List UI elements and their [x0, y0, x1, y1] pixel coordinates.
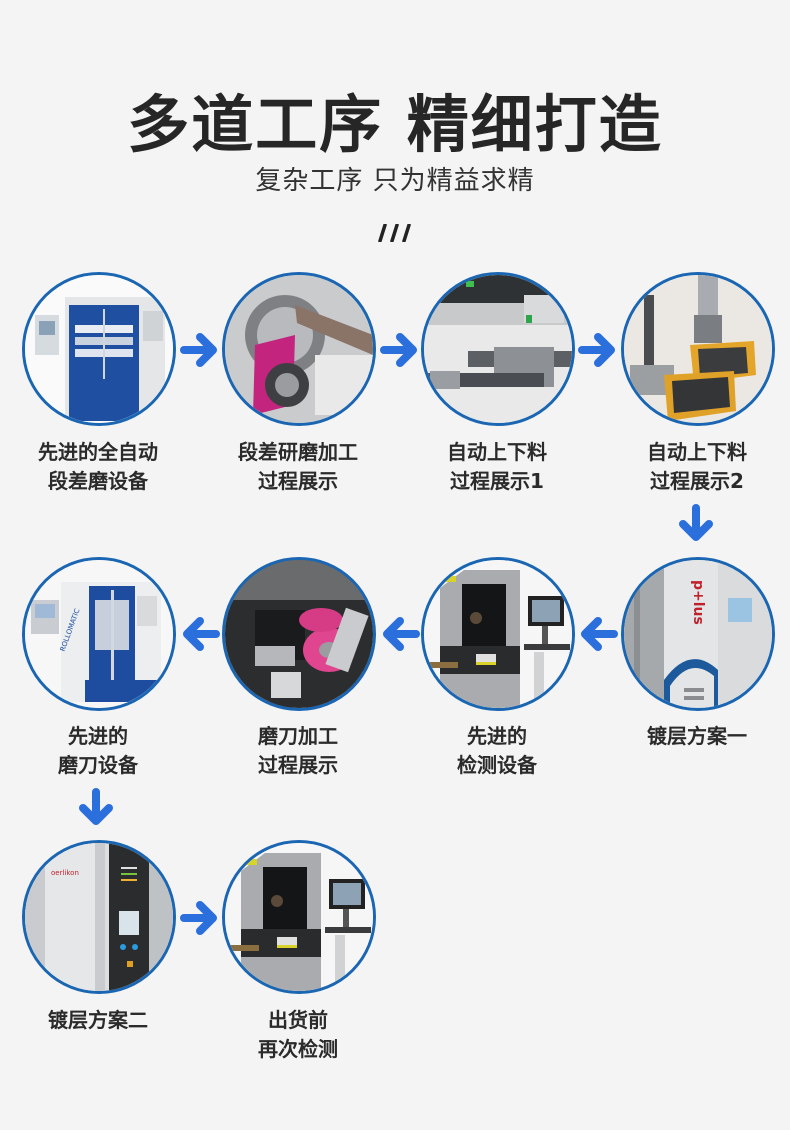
step-4-label-line-1: 自动上下料 — [647, 440, 747, 464]
step-9-image: oerlikon — [22, 840, 176, 994]
arrow-right-icon — [576, 328, 620, 372]
step-2-label: 段差研磨加工 过程展示 — [198, 438, 398, 496]
arrow-left-icon — [178, 612, 222, 656]
step-6-image — [421, 557, 575, 711]
step-7-label-line-2: 过程展示 — [258, 753, 338, 777]
step-7-label-line-1: 磨刀加工 — [258, 724, 338, 748]
step-7-image — [222, 557, 376, 711]
step-2-image — [222, 272, 376, 426]
arrow-down-icon — [74, 786, 118, 830]
step-8-label: 先进的 磨刀设备 — [0, 722, 198, 780]
step-9-label-line-1: 镀层方案二 — [48, 1008, 148, 1032]
step-8-label-line-2: 磨刀设备 — [58, 753, 138, 777]
slash-decoration-icon — [372, 223, 418, 243]
step-3-label-line-2: 过程展示1 — [450, 469, 544, 493]
step-2-label-line-2: 过程展示 — [258, 469, 338, 493]
step-4-label-line-2: 过程展示2 — [650, 469, 744, 493]
step-5-image: p+lus — [621, 557, 775, 711]
step-3-label: 自动上下料 过程展示1 — [397, 438, 597, 496]
step-10-label: 出货前 再次检测 — [198, 1006, 398, 1064]
step-10-image — [222, 840, 376, 994]
step-10-label-line-2: 再次检测 — [258, 1037, 338, 1061]
svg-text:oerlikon: oerlikon — [51, 869, 79, 877]
step-1-image — [22, 272, 176, 426]
page-subtitle: 复杂工序 只为精益求精 — [255, 166, 535, 196]
step-9-label: 镀层方案二 — [0, 1006, 198, 1035]
step-4-image — [621, 272, 775, 426]
step-10-label-line-1: 出货前 — [268, 1008, 328, 1032]
step-3-label-line-1: 自动上下料 — [447, 440, 547, 464]
step-8-label-line-1: 先进的 — [68, 724, 128, 748]
step-1-label: 先进的全自动 段差磨设备 — [0, 438, 198, 496]
arrow-right-icon — [378, 328, 422, 372]
step-2-label-line-1: 段差研磨加工 — [238, 440, 358, 464]
step-3-image — [421, 272, 575, 426]
step-6-label-line-2: 检测设备 — [457, 753, 537, 777]
arrow-left-icon — [576, 612, 620, 656]
step-6-label-line-1: 先进的 — [467, 724, 527, 748]
step-5-label: 镀层方案一 — [597, 722, 790, 751]
step-4-label: 自动上下料 过程展示2 — [597, 438, 790, 496]
page-title: 多道工序 精细打造 — [127, 88, 663, 161]
arrow-left-icon — [378, 612, 422, 656]
step-7-label: 磨刀加工 过程展示 — [198, 722, 398, 780]
step-6-label: 先进的 检测设备 — [397, 722, 597, 780]
step-1-label-line-1: 先进的全自动 — [38, 440, 158, 464]
arrow-down-icon — [674, 502, 718, 546]
arrow-right-icon — [178, 328, 222, 372]
step-8-image: ROLLOMATIC — [22, 557, 176, 711]
arrow-right-icon — [178, 896, 222, 940]
svg-text:p+lus: p+lus — [690, 580, 706, 625]
step-5-label-line-1: 镀层方案一 — [647, 724, 747, 748]
step-1-label-line-2: 段差磨设备 — [48, 469, 148, 493]
